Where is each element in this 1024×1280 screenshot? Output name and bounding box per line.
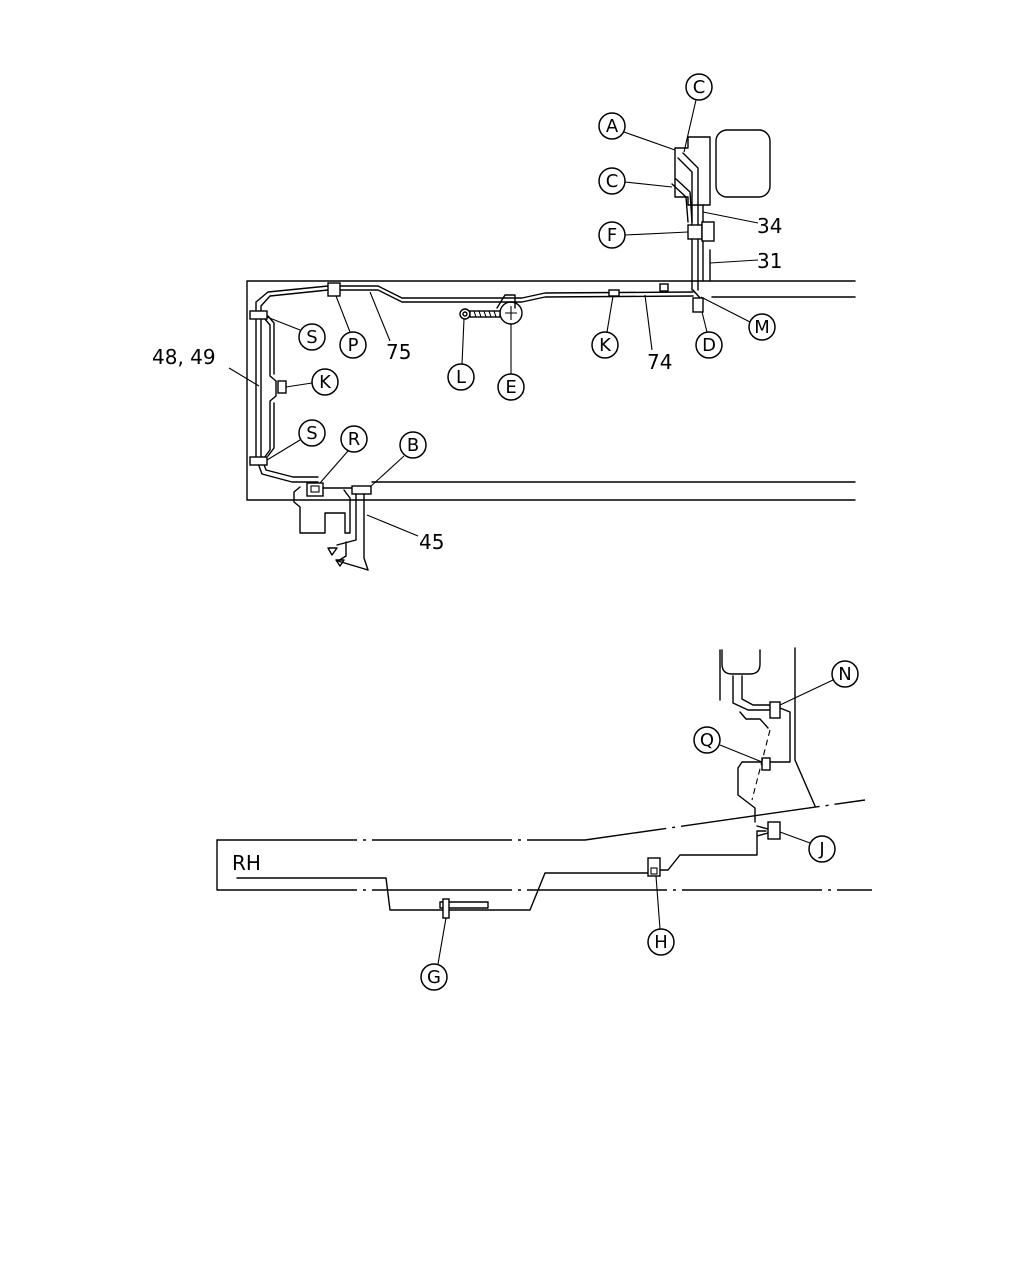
part-number-34: 34 xyxy=(757,214,782,238)
connector-P xyxy=(327,282,341,297)
clip-small xyxy=(659,283,669,292)
svg-text:H: H xyxy=(654,932,668,953)
cable-tie-L xyxy=(459,308,501,320)
tank-component-side xyxy=(721,649,771,729)
part-number-31: 31 xyxy=(757,249,782,273)
callout-C-lower: C xyxy=(598,167,626,195)
svg-text:P: P xyxy=(348,335,359,356)
svg-text:S: S xyxy=(306,327,317,348)
hidden-line xyxy=(751,729,771,801)
callout-P: P xyxy=(339,331,367,359)
callout-R: R xyxy=(340,425,368,453)
connector-S-bottom xyxy=(249,456,268,466)
connector-Q xyxy=(761,757,771,771)
svg-text:C: C xyxy=(606,171,619,192)
callout-S-lower: S xyxy=(298,419,326,447)
part-45-bracket xyxy=(327,493,369,571)
part-number-48-49: 48, 49 xyxy=(152,345,216,369)
connector-S-top xyxy=(249,310,268,320)
side-label-rh: RH xyxy=(232,851,261,875)
callout-A: A xyxy=(598,112,626,140)
svg-text:B: B xyxy=(407,435,419,456)
svg-text:F: F xyxy=(607,225,617,246)
svg-text:G: G xyxy=(427,967,441,988)
connector-J xyxy=(756,821,781,840)
callout-Q: Q xyxy=(693,726,721,754)
callout-E: E xyxy=(497,373,525,401)
svg-text:S: S xyxy=(306,423,317,444)
svg-text:M: M xyxy=(754,317,770,338)
leader-lines-side xyxy=(437,679,834,965)
pipe-lower xyxy=(671,178,693,223)
callout-F: F xyxy=(598,221,626,249)
bracket-lower-left xyxy=(293,486,351,534)
svg-text:L: L xyxy=(456,367,466,388)
svg-text:A: A xyxy=(606,116,619,137)
harness-main-top xyxy=(255,285,701,483)
callout-H: H xyxy=(647,928,675,956)
svg-text:K: K xyxy=(319,372,332,393)
connector-D xyxy=(692,297,704,313)
connector-K-left xyxy=(277,380,287,394)
connector-F xyxy=(687,221,715,242)
svg-text:R: R xyxy=(348,429,361,450)
svg-text:E: E xyxy=(505,377,516,398)
top-view: A C C F M D K E L P S K S R B 34 31 75 7… xyxy=(152,73,856,571)
leader-lines-top xyxy=(228,99,759,537)
connector-R xyxy=(306,482,324,497)
svg-text:Q: Q xyxy=(700,730,714,751)
callout-S-upper: S xyxy=(298,323,326,351)
callout-M: M xyxy=(748,313,776,341)
callout-B: B xyxy=(399,431,427,459)
connector-K-main xyxy=(608,289,620,297)
connector-H xyxy=(647,857,661,877)
svg-text:C: C xyxy=(693,77,706,98)
part-number-75: 75 xyxy=(386,340,411,364)
tank-component xyxy=(674,129,771,282)
frame-outline-top xyxy=(246,280,856,501)
svg-text:N: N xyxy=(838,664,851,685)
harness-side xyxy=(236,707,791,911)
pipe-upper xyxy=(677,152,699,291)
connector-B xyxy=(351,485,372,495)
callout-C-upper: C xyxy=(685,73,713,101)
connector-N xyxy=(769,701,781,719)
svg-text:K: K xyxy=(599,335,612,356)
callout-K-left: K xyxy=(311,368,339,396)
callout-K-main: K xyxy=(591,331,619,359)
side-view-rh: N Q J H G RH xyxy=(216,647,872,991)
frame-outline-side xyxy=(216,647,872,891)
callout-L: L xyxy=(447,363,475,391)
part-number-74: 74 xyxy=(647,350,672,374)
callout-G: G xyxy=(420,963,448,991)
callout-D: D xyxy=(695,331,723,359)
svg-text:D: D xyxy=(702,335,716,356)
part-number-45: 45 xyxy=(419,530,444,554)
svg-text:J: J xyxy=(818,839,824,860)
callout-N: N xyxy=(831,660,859,688)
callout-J: J xyxy=(808,835,836,863)
